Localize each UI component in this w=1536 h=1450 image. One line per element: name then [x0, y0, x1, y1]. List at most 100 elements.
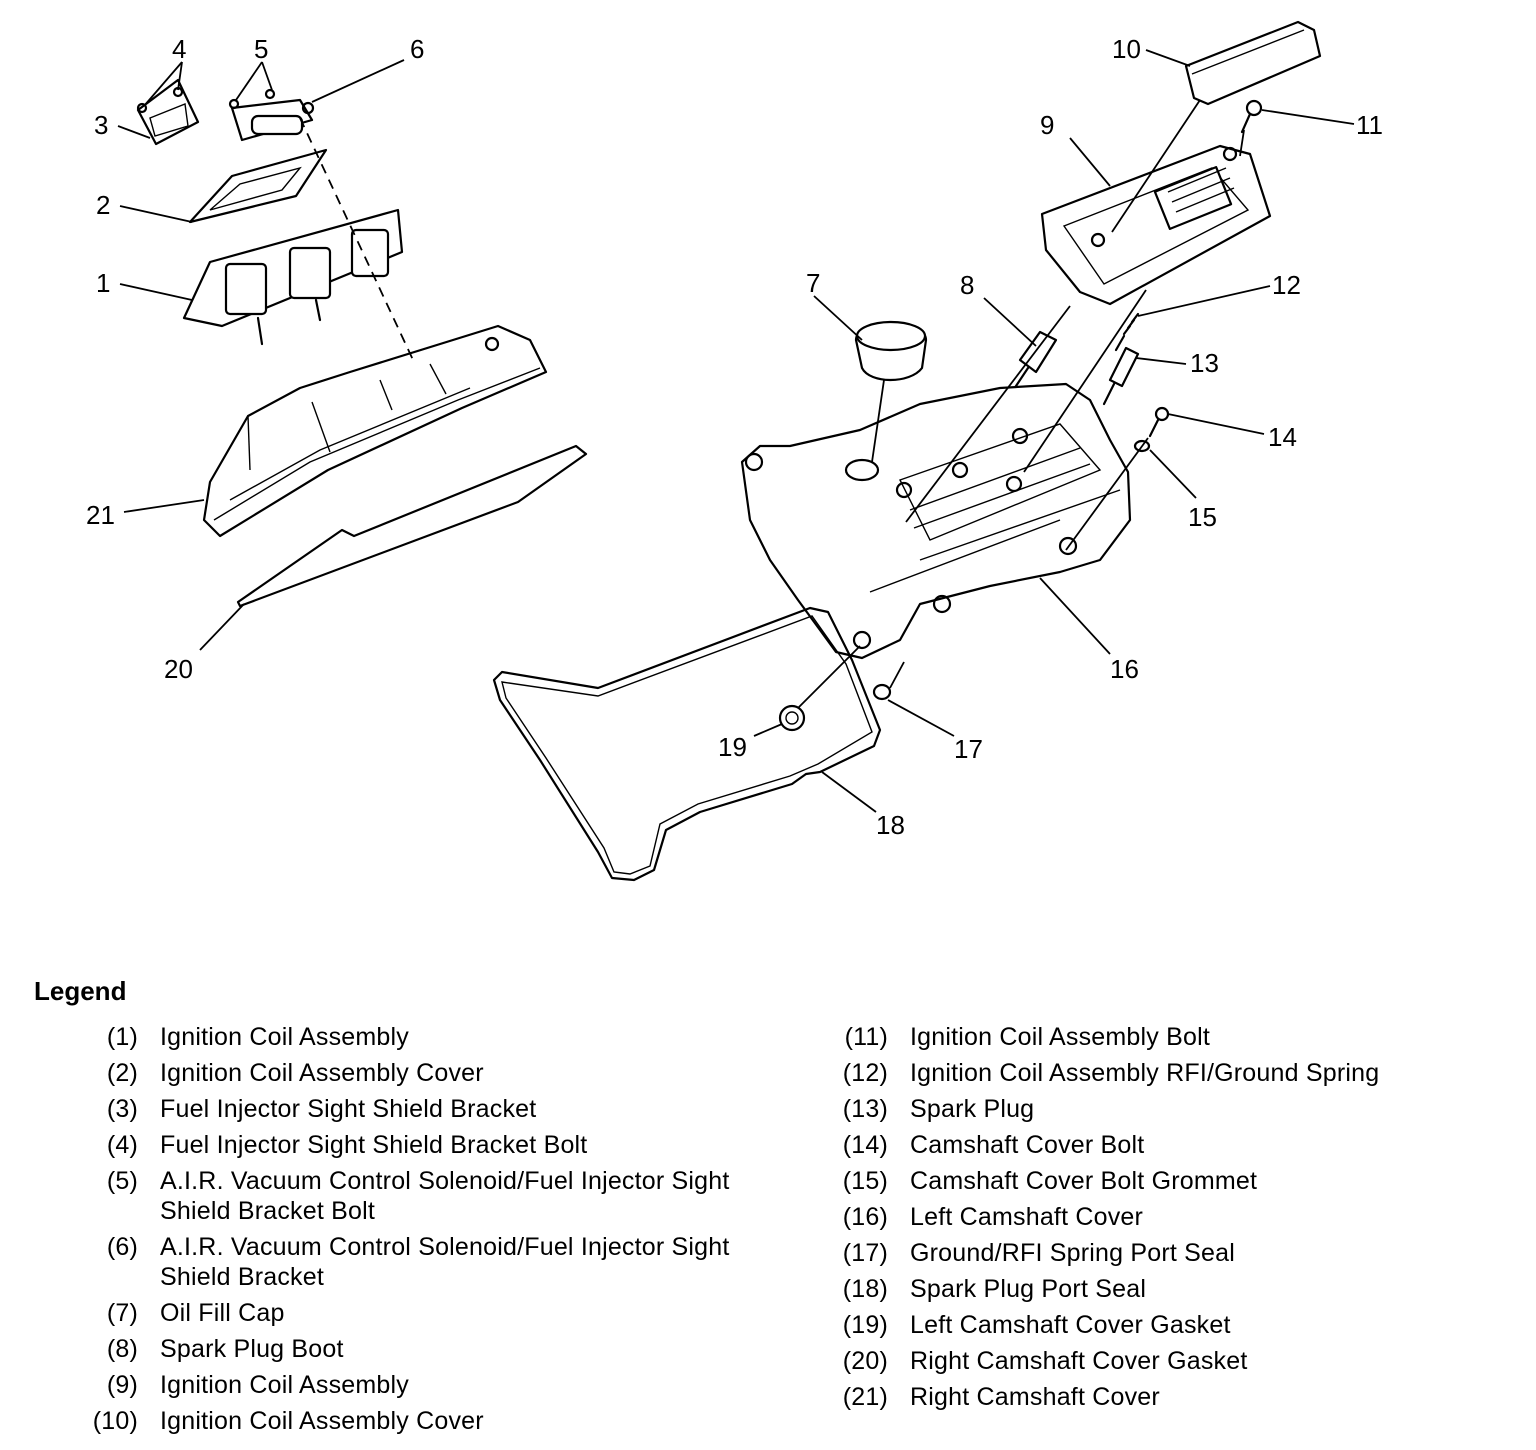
legend-item-text: Fuel Injector Sight Shield Bracket Bolt [160, 1131, 588, 1159]
part-8-spark-plug-boot [1010, 330, 1058, 394]
legend-item-number: (6) [106, 1233, 138, 1261]
alignment-line-coil-10 [1111, 99, 1201, 233]
legend-item: (11) Ignition Coil Assembly Bolt [820, 1022, 1520, 1052]
legend-item-number: (7) [106, 1299, 138, 1327]
legend-item: (3) Fuel Injector Sight Shield Bracket [70, 1094, 770, 1124]
part-12-rfi-ground-spring [1114, 312, 1140, 352]
alignment-line-left [299, 117, 415, 363]
legend-item: (8)Spark Plug Boot [70, 1334, 770, 1364]
legend-item: (18)Spark Plug Port Seal [820, 1274, 1520, 1304]
legend-item: (9) Ignition Coil Assembly [70, 1370, 770, 1400]
legend-item-number: (14) [842, 1131, 888, 1159]
legend-item-text: Camshaft Cover Bolt [910, 1131, 1145, 1159]
alignment-line-plug [1023, 289, 1147, 473]
legend-item-number: (16) [842, 1203, 888, 1231]
legend-item-text: Ignition Coil Assembly [160, 1371, 409, 1399]
part-14-camshaft-cover-bolt [1148, 406, 1170, 438]
legend-item-number: (9) [106, 1371, 138, 1399]
part-5-bracket-bolts [228, 88, 276, 110]
part-21-right-camshaft-cover [202, 324, 548, 538]
alignment-line-seal-19 [797, 645, 861, 709]
part-7-oil-fill-cap [854, 320, 928, 381]
legend-item-number: (13) [842, 1095, 888, 1123]
legend-item-number: (5) [106, 1167, 138, 1195]
part-10-coil-assembly-cover [1184, 20, 1322, 106]
callout-1: 1 [96, 268, 110, 298]
callout-18: 18 [876, 810, 905, 840]
legend-item-number: (2) [106, 1059, 138, 1087]
legend-item-number: (10) [92, 1407, 138, 1435]
legend-item-text: Ground/RFI Spring Port Seal [910, 1239, 1235, 1267]
legend-item-number: (18) [842, 1275, 888, 1303]
part-20-right-cover-gasket [236, 444, 588, 608]
legend-item-text: Ignition Coil Assembly RFI/Ground Spring [910, 1059, 1380, 1087]
callout-21: 21 [86, 500, 115, 530]
legend-item: (14) Camshaft Cover Bolt [820, 1130, 1520, 1160]
legend-column-left: (1) Ignition Coil Assembly (2) Ignition Co… [70, 1022, 770, 1442]
legend-item-text: Oil Fill Cap [160, 1299, 285, 1327]
legend-item: (12) Ignition Coil Assembly RFI/Ground Sp… [820, 1058, 1520, 1088]
legend-item-text: Right Camshaft Cover Gasket [910, 1347, 1248, 1375]
part-18-spark-plug-port-seal [492, 606, 882, 882]
callout-4: 4 [172, 34, 186, 64]
legend-item-text: Left Camshaft Cover Gasket [910, 1311, 1231, 1339]
legend-item: (17) Ground/RFI Spring Port Seal [820, 1238, 1520, 1268]
callout-15: 15 [1188, 502, 1217, 532]
legend-item-text: Ignition Coil Assembly Cover [160, 1059, 484, 1087]
legend-item-text: Left Camshaft Cover [910, 1203, 1144, 1231]
alignment-line-bolt [1065, 437, 1149, 551]
callout-5: 5 [254, 34, 268, 64]
part-11-coil-assembly-bolt [1240, 99, 1263, 134]
legend-item-text: Right Camshaft Cover [910, 1383, 1160, 1411]
callout-17: 17 [954, 734, 983, 764]
legend-item-number: (12) [842, 1059, 888, 1087]
callout-2: 2 [96, 190, 110, 220]
alignment-line-cap [871, 379, 885, 463]
legend-item-number: (3) [106, 1095, 138, 1123]
legend-item-number: (19) [842, 1311, 888, 1339]
part-3-sight-shield-bracket [136, 78, 200, 146]
callout-20: 20 [164, 654, 193, 684]
legend-item-text: Ignition Coil Assembly Cover [160, 1407, 484, 1435]
legend-column-right: (11) Ignition Coil Assembly Bolt (12) Igni… [820, 1022, 1520, 1418]
legend-item-number: (17) [842, 1239, 888, 1267]
alignment-line-boot [905, 305, 1071, 523]
callout-14: 14 [1268, 422, 1297, 452]
legend-item-text: Spark Plug [910, 1095, 1035, 1123]
callout-6: 6 [410, 34, 424, 64]
legend-item-text: Fuel Injector Sight Shield Bracket [160, 1095, 537, 1123]
callout-7: 7 [806, 268, 820, 298]
legend-item: (1) Ignition Coil Assembly [70, 1022, 770, 1052]
legend-item: (6) A.I.R. Vacuum Control Solenoid/Fuel I… [70, 1232, 770, 1292]
callout-11: 11 [1356, 110, 1383, 140]
callout-leaders [117, 49, 1355, 813]
legend-item-text: A.I.R. Vacuum Control Solenoid/Fuel Inje… [160, 1233, 730, 1291]
legend-item-text: Ignition Coil Assembly Bolt [910, 1023, 1210, 1051]
part-16-left-camshaft-cover [740, 382, 1132, 660]
legend-item: (4)Fuel Injector Sight Shield Bracket Bo… [70, 1130, 770, 1160]
part-6-air-solenoid-bracket [230, 98, 315, 142]
legend-item: (13) Spark Plug [820, 1094, 1520, 1124]
legend-title: Legend [34, 976, 127, 1006]
callout-16: 16 [1110, 654, 1139, 684]
legend-item-number: (15) [842, 1167, 888, 1195]
part-13-spark-plug [1102, 346, 1140, 406]
legend-item-number: (1) [106, 1023, 138, 1051]
legend-item: (5)A.I.R. Vacuum Control Solenoid/Fuel I… [70, 1166, 770, 1226]
legend: Legend (1) Ignition Coil Assembly (2) Igni… [0, 960, 1536, 1450]
legend-item: (20)Right Camshaft Cover Gasket [820, 1346, 1520, 1376]
legend-item: (21) Right Camshaft Cover [820, 1382, 1520, 1412]
alignment-line-coil-11 [1239, 129, 1245, 157]
legend-item-number: (8) [106, 1335, 138, 1363]
legend-item-text: Camshaft Cover Bolt Grommet [910, 1167, 1258, 1195]
legend-item-number: (21) [842, 1383, 888, 1411]
legend-item-text: Ignition Coil Assembly [160, 1023, 409, 1051]
part-1-ignition-coil-assembly [182, 208, 404, 346]
legend-item: (16) Left Camshaft Cover [820, 1202, 1520, 1232]
callout-9: 9 [1040, 110, 1054, 140]
callout-3: 3 [94, 110, 108, 140]
legend-item: (15) Camshaft Cover Bolt Grommet [820, 1166, 1520, 1196]
legend-item: (19) Left Camshaft Cover Gasket [820, 1310, 1520, 1340]
callout-19: 19 [718, 732, 747, 762]
legend-item-number: (11) [844, 1023, 888, 1051]
